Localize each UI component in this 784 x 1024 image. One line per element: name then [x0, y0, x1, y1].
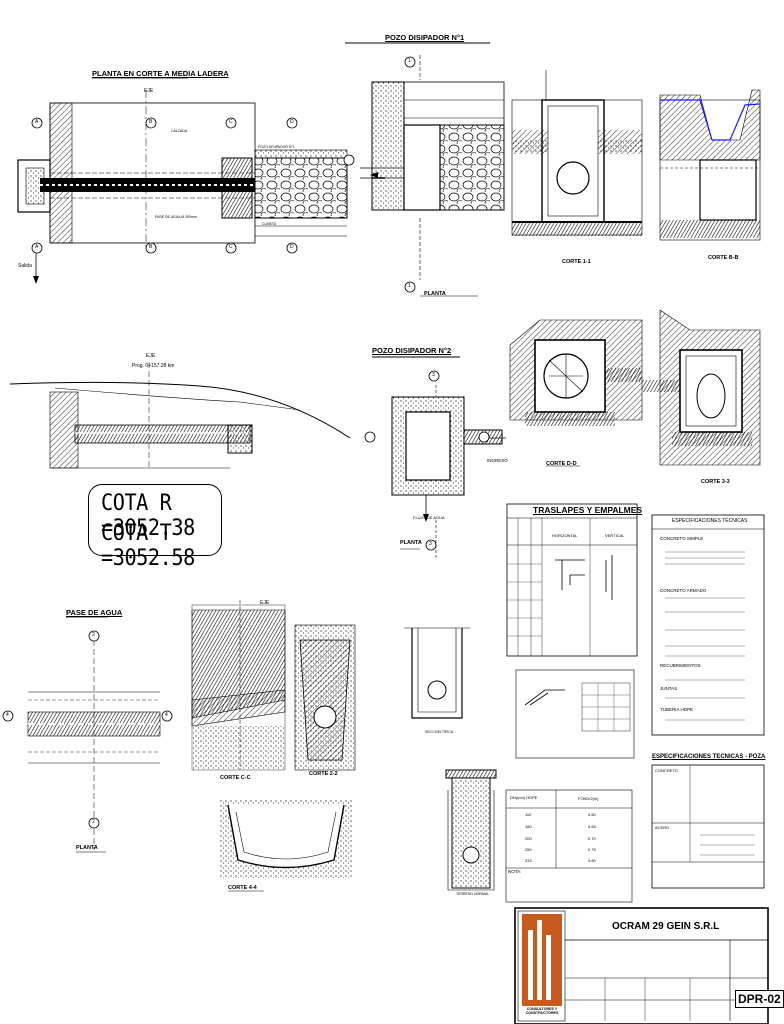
- corte-b-b-label: CORTE B-B: [708, 255, 739, 261]
- title-block-frame: [514, 907, 769, 1024]
- anchos-dn-4: 250: [525, 847, 532, 852]
- corte-2-2-label: CORTE 2-2: [309, 771, 338, 777]
- esp-item-4: JUNTAS: [660, 686, 678, 691]
- corte-4-4: [220, 800, 352, 892]
- cuneta-label: CUNETA: [262, 222, 277, 226]
- anchos-fondo-2: 0.65: [588, 824, 596, 829]
- title-traslapes: TRASLAPES Y EMPALMES: [533, 505, 643, 515]
- title-pozo2: POZO DISIPADOR N°2: [372, 346, 452, 355]
- eje-label-1: EJE: [144, 88, 154, 94]
- anchos-header-2: FONDO(m): [578, 796, 599, 801]
- empalme-detalle: [515, 669, 635, 759]
- esp-pozo-row-2: ACERO: [655, 825, 670, 830]
- prog-label: Prog. 0+157.28 km: [132, 363, 175, 369]
- especificaciones-box: [651, 514, 765, 736]
- anchos-dn-1: 110: [525, 812, 532, 817]
- cota-r: COTA R =3052.38: [101, 491, 195, 541]
- eje-label-3: EJE: [260, 600, 270, 606]
- seccion-tipica: [404, 627, 470, 719]
- corte-c-c-label: CORTE C-C: [220, 775, 251, 781]
- horizontal-label: HORIZONTAL: [552, 533, 578, 538]
- title-pozo1: POZO DISIPADOR N°1: [385, 33, 465, 42]
- esp-pozo-row-1: CONCRETO: [655, 768, 678, 773]
- pase-agua-plan: [27, 616, 161, 853]
- anchos-fondo-5: 0.80: [588, 858, 596, 863]
- marker-4-2: 4: [165, 712, 168, 718]
- marker-c-1: C: [229, 119, 233, 125]
- terreno-normal-label: TERRENO NORMAL: [456, 892, 490, 896]
- drawing-sheet: [2, 42, 769, 1024]
- corte-4-4-label: CORTE 4-4: [228, 885, 257, 891]
- marker-a-1: A: [35, 119, 39, 125]
- traslapes-table: [506, 503, 638, 657]
- marker-b-1: B: [149, 119, 153, 125]
- ingreso-label: INGRESO: [487, 458, 508, 463]
- corte-b-b: [659, 89, 761, 241]
- marker-1-2: 1: [408, 283, 411, 289]
- title-esp-tecnicas: ESPECIFICACIONES TÉCNICAS: [672, 518, 748, 524]
- sheet-code: DPR-02: [735, 990, 784, 1008]
- planta-label-2: PLANTA: [400, 540, 422, 546]
- marker-b-2: B: [149, 244, 153, 250]
- anchos-dn-3: 200: [525, 836, 532, 841]
- vertical-label: VERTICAL: [605, 533, 625, 538]
- marker-2-1: 2: [92, 632, 95, 638]
- cota-box: COTA R =3052.38 COTA T =3052.58: [88, 484, 222, 571]
- calzada-label: CALZADA: [171, 129, 188, 133]
- planta-label-3: PLANTA: [76, 845, 98, 851]
- title-planta-corte: PLANTA EN CORTE A MEDIA LADERA: [92, 69, 229, 78]
- anchos-header-1: DN(mm) HDPE: [510, 795, 538, 800]
- zanja-seccion: [445, 769, 497, 891]
- marker-c-2: C: [229, 244, 233, 250]
- pase-agua-label: PASE DE AGUA Ø 250mm: [155, 215, 197, 219]
- anchos-fondo-4: 0.75: [588, 847, 596, 852]
- corte-3-3-label: CORTE 3-3: [701, 479, 730, 485]
- marker-2-2: 2: [92, 819, 95, 825]
- perfil-longitudinal: [9, 362, 351, 470]
- cota-t: COTA T =3052.58: [101, 521, 195, 571]
- esp-item-2: CONCRETO ARMADO: [660, 588, 707, 593]
- title-pase-agua: PASE DE AGUA: [66, 608, 123, 617]
- planta-label-1: PLANTA: [424, 291, 446, 297]
- esp-item-3: RECUBRIMIENTOS: [660, 663, 701, 668]
- company-name: OCRAM 29 GEIN S.R.L: [612, 921, 720, 932]
- corte-1-1-label: CORTE 1-1: [562, 259, 591, 265]
- esp-item-5: TUBERIA HDPE: [660, 707, 694, 712]
- corte-3-3: [642, 309, 761, 466]
- anchos-fondo-3: 0.70: [588, 836, 596, 841]
- anchos-fondo-1: 0.60: [588, 812, 596, 817]
- nota-label: NOTA:: [508, 869, 522, 874]
- corte-d-d-label: CORTE D-D: [546, 461, 577, 467]
- anchos-dn-5: 315: [525, 858, 532, 863]
- corte-c-c: [191, 600, 286, 771]
- pozo-disipador-1-label: POZO DISIPADOR N°1: [258, 145, 295, 149]
- anchos-table: [505, 789, 633, 903]
- marker-1-1: 1: [408, 58, 411, 64]
- pozo2-plan: [372, 356, 506, 560]
- flujo-agua-label: FLUJO DE AGUA: [413, 515, 445, 520]
- corte-2-2: [294, 624, 356, 771]
- marker-a-2: A: [35, 244, 39, 250]
- seccion-tipica-label: SECCION TIPICA: [425, 730, 454, 734]
- especificaciones-poza-box: [651, 764, 765, 889]
- section-markers: [2, 56, 490, 829]
- marker-4-1: 4: [6, 712, 9, 718]
- corte-d-d: [509, 319, 643, 467]
- eje-label-2: EJE: [146, 353, 156, 359]
- esp-item-1: CONCRETO SIMPLE: [660, 536, 704, 541]
- pozo1-plan: [345, 42, 505, 297]
- anchos-dn-2: 160: [525, 824, 532, 829]
- logo-text: CONSULTORES Y CONSTRUCTORES: [525, 1007, 559, 1015]
- marker-3-1: 3: [432, 372, 435, 378]
- planta-media-ladera: [17, 77, 348, 284]
- title-esp-poza: ESPECIFICACIONES TECNICAS - POZA: [652, 754, 766, 760]
- corte-1-1: [511, 70, 643, 236]
- marker-d-2: D: [290, 244, 294, 250]
- marker-3-2: 3: [429, 541, 432, 547]
- marker-d-1: D: [290, 119, 294, 125]
- salida-label: Salida: [18, 263, 32, 269]
